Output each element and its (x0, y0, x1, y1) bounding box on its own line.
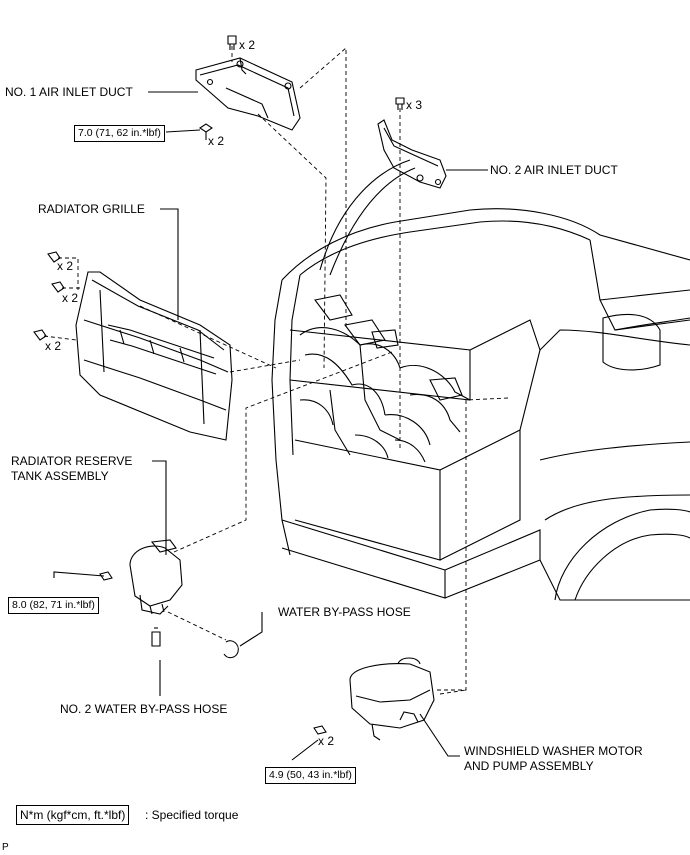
radiator-grille-drawing (33, 251, 233, 441)
qty-duct2-clip: x 3 (406, 98, 423, 112)
qty-duct1-bolt: x 2 (208, 134, 225, 148)
leader-lines (53, 91, 488, 761)
vehicle-body (271, 159, 690, 601)
qty-grille-clip-1: x 2 (57, 259, 74, 273)
torque-duct1: 7.0 (71, 62 in.*lbf) (74, 125, 165, 142)
qty-duct1-top: x 2 (239, 38, 256, 52)
qty-grille-clip-2: x 2 (62, 291, 79, 305)
qty-grille-clip-3: x 2 (45, 339, 62, 353)
label-radiator-grille: RADIATOR GRILLE (38, 202, 145, 216)
torque-reserve-tank: 8.0 (82, 71 in.*lbf) (8, 597, 99, 614)
radiator-reserve-tank-drawing (99, 539, 239, 659)
page-code: P (2, 842, 9, 853)
label-no2-air-inlet-duct: NO. 2 AIR INLET DUCT (490, 163, 618, 177)
label-radiator-reserve-tank-line2: TANK ASSEMBLY (11, 469, 109, 483)
dashed-guide-lines (43, 46, 509, 695)
qty-washer-bolt: x 2 (318, 734, 335, 748)
label-water-bypass-hose: WATER BY-PASS HOSE (278, 605, 411, 619)
label-washer-motor-line1: WINDSHIELD WASHER MOTOR (464, 744, 643, 758)
label-washer-motor-line2: AND PUMP ASSEMBLY (464, 759, 594, 773)
windshield-washer-motor-drawing (313, 657, 435, 741)
torque-washer: 4.9 (50, 43 in.*lbf) (265, 767, 356, 784)
no2-air-inlet-duct-drawing (377, 97, 447, 189)
label-radiator-reserve-tank-line1: RADIATOR RESERVE (11, 454, 133, 468)
legend-torque-text: : Specified torque (145, 808, 239, 822)
label-no1-air-inlet-duct: NO. 1 AIR INLET DUCT (5, 85, 133, 99)
label-no2-water-bypass-hose: NO. 2 WATER BY-PASS HOSE (60, 702, 228, 716)
no1-air-inlet-duct-drawing (195, 35, 301, 140)
legend-torque-symbol: N*m (kgf*cm, ft.*lbf) (16, 805, 130, 825)
